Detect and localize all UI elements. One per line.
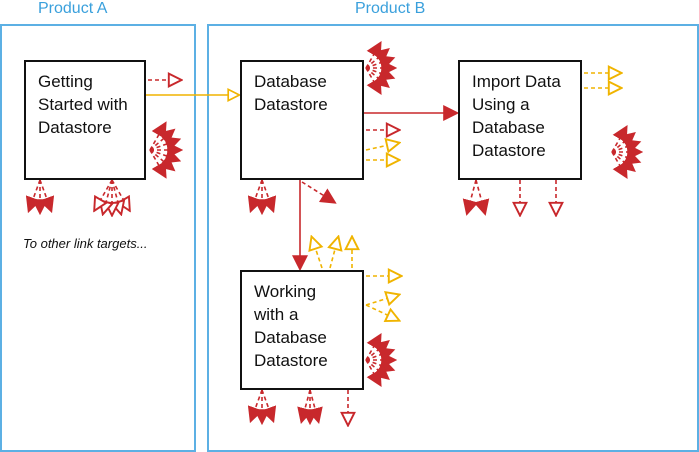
link-working-yellow-2	[365, 295, 398, 305]
fan-working-bottom-a-1	[261, 389, 277, 424]
fan-db-topright-6	[365, 67, 390, 89]
topic-import-data[interactable]: Import Data Using a Database Datastore	[458, 60, 582, 180]
fan-working-bottom-b-1	[307, 389, 323, 425]
topic-database-datastore[interactable]: Database Datastore	[240, 60, 364, 180]
fan-gs-bottom-b-4	[103, 179, 112, 213]
fan-working-right-6	[365, 359, 390, 381]
fan-import-bottom-2	[462, 179, 479, 216]
fan-gs-bottom-b-1	[111, 179, 129, 209]
fan-db-bottom-1	[261, 179, 277, 214]
fan-import-bottom-1	[473, 179, 490, 216]
fan-import-right-2	[611, 131, 636, 153]
link-working-top-1	[312, 238, 322, 269]
fan-gs-bottom-b-2	[112, 179, 121, 213]
fan-db-topright-2	[365, 47, 390, 69]
topic-working-with[interactable]: Working with a Database Datastore	[240, 270, 364, 390]
region-label-product-a: Product A	[38, 0, 108, 17]
topic-import-data-label: Import Data Using a Database Datastore	[472, 72, 561, 160]
fan-gs-right-3	[149, 136, 182, 152]
fan-gs-right-6	[149, 149, 176, 172]
fan-db-topright-7	[365, 67, 382, 96]
fan-gs-bottom-b-5	[95, 179, 113, 209]
topic-working-with-label: Working with a Database Datastore	[254, 282, 328, 370]
fan-working-right-7	[365, 359, 382, 388]
link-database-bottom-right	[301, 181, 337, 204]
fan-import-right-6	[611, 151, 636, 173]
region-frame-product-b	[207, 24, 699, 452]
link-working-top-2	[330, 238, 338, 269]
fan-working-bottom-b-3	[297, 389, 313, 425]
fan-gs-right-1	[149, 121, 167, 151]
link-working-yellow-3	[365, 304, 398, 320]
fan-import-right-7	[611, 151, 628, 180]
topic-getting-started[interactable]: Getting Started with Datastore	[24, 60, 146, 180]
fan-gs-bottom-a-1	[39, 179, 55, 214]
fan-import-right-1	[611, 124, 628, 153]
other-targets-note: To other link targets...	[23, 236, 148, 251]
fan-db-topright-1	[365, 40, 382, 69]
fan-working-bottom-a-3	[247, 389, 263, 424]
fan-gs-bottom-a-3	[25, 179, 41, 214]
region-label-product-b: Product B	[355, 0, 426, 17]
fan-db-bottom-3	[247, 179, 263, 214]
region-frame-product-a	[0, 24, 196, 452]
fan-gs-right-7	[149, 149, 167, 179]
link-database-yellow-1	[365, 143, 398, 150]
topic-getting-started-label: Getting Started with Datastore	[38, 72, 128, 137]
fan-gs-right-2	[149, 128, 176, 151]
topic-database-datastore-label: Database Datastore	[254, 72, 328, 114]
fan-working-right-2	[365, 339, 390, 361]
fan-working-right-1	[365, 332, 382, 361]
